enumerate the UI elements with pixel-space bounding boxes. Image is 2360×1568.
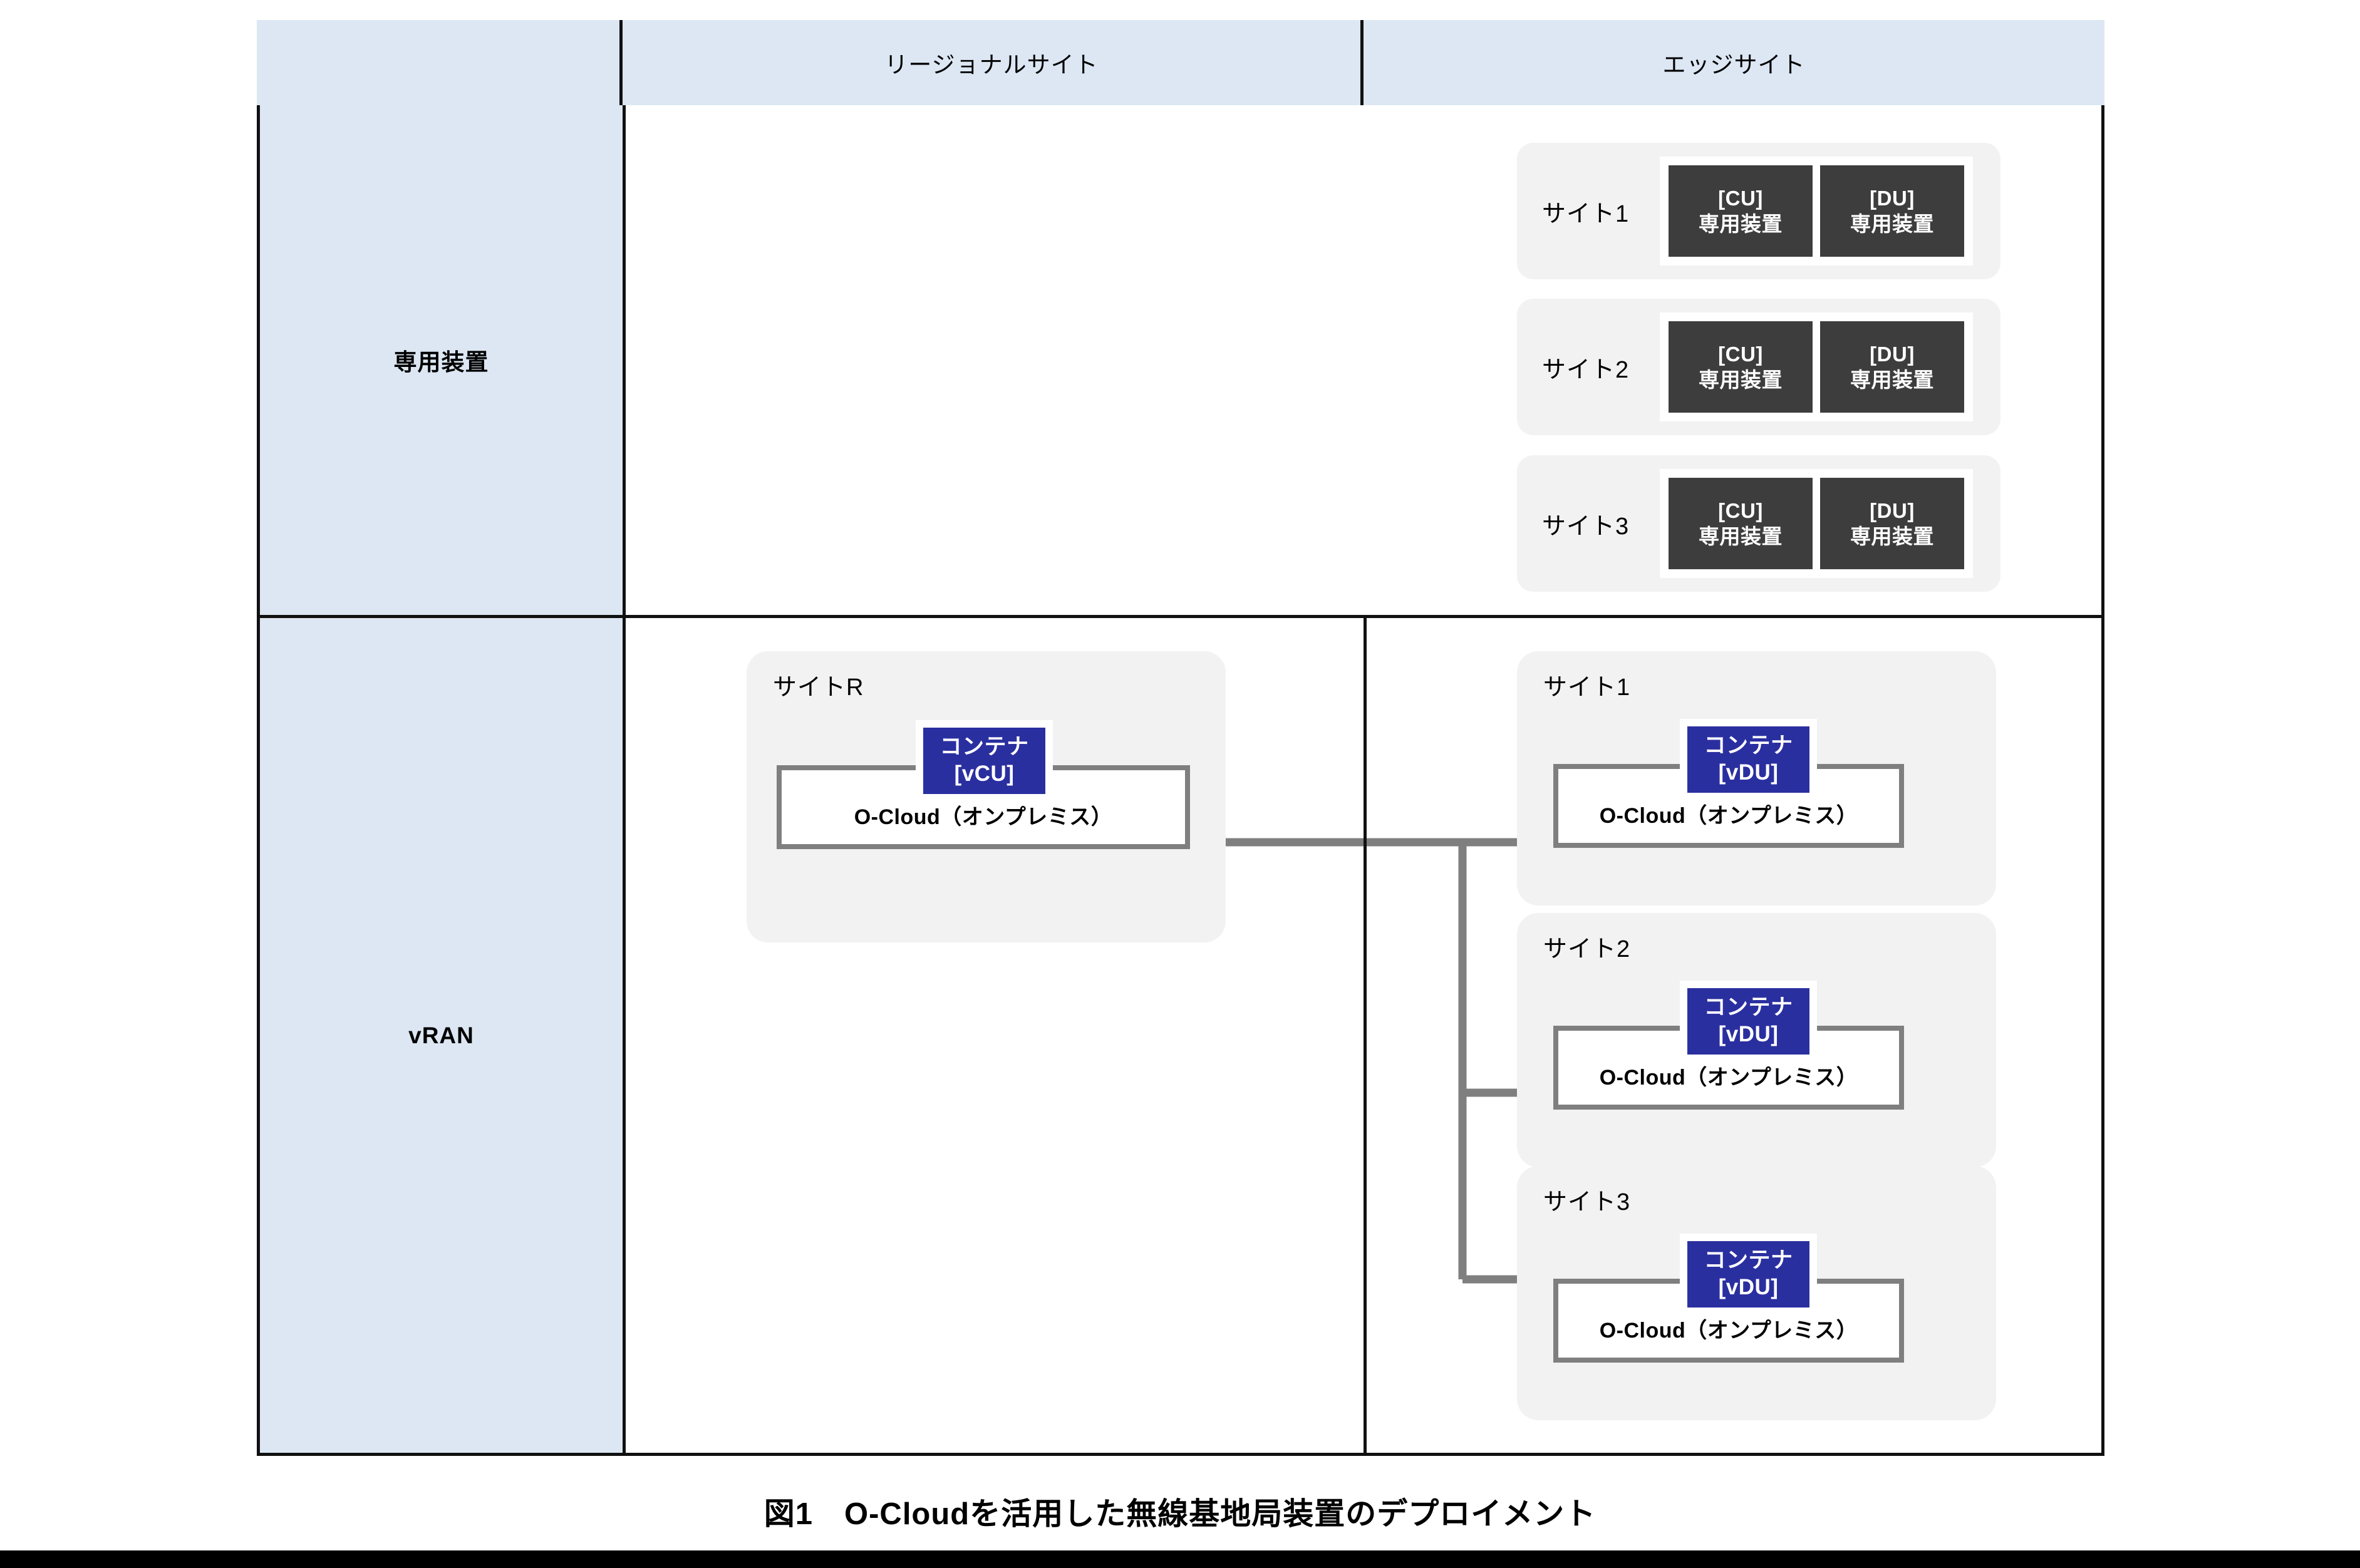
device-kind-label: 専用装置: [1850, 368, 1934, 391]
container-box-vdu: コンテナ [vDU]: [1680, 1234, 1817, 1315]
device-box-du: [DU] 専用装置: [1820, 165, 1964, 257]
device-kind-label: 専用装置: [1850, 212, 1934, 235]
container-box-vdu: コンテナ [vDU]: [1680, 981, 1817, 1062]
vran-edge-site-panel: サイト1 O-Cloud（オンプレミス） コンテナ [vDU]: [1517, 651, 1996, 905]
device-type-label: [DU]: [1870, 498, 1915, 522]
device-box-du: [DU] 専用装置: [1820, 478, 1964, 569]
vran-site-label: サイト3: [1543, 1189, 1631, 1215]
dedicated-device-card: [CU] 専用装置 [DU] 専用装置: [1660, 469, 1973, 578]
device-kind-label: 専用装置: [1699, 525, 1783, 548]
header-cell-regional-site: リージョナルサイト: [623, 20, 1364, 105]
container-box-vdu: コンテナ [vDU]: [1680, 719, 1817, 800]
dedicated-device-card: [CU] 専用装置 [DU] 専用装置: [1660, 157, 1973, 266]
container-title: コンテナ: [939, 735, 1029, 760]
container-title: コンテナ: [1704, 1248, 1793, 1273]
device-type-label: [DU]: [1870, 342, 1915, 366]
vran-site-label: サイト2: [1543, 936, 1631, 962]
row-label-vran: vRAN: [260, 618, 623, 1453]
column-divider-vran-right: [1364, 615, 1367, 1456]
row-divider: [257, 615, 2104, 618]
device-box-du: [DU] 専用装置: [1820, 321, 1964, 413]
device-kind-label: 専用装置: [1699, 368, 1783, 391]
vran-site-label: サイトR: [773, 674, 864, 701]
figure-caption: 図1 O-Cloudを活用した無線基地局装置のデプロイメント: [763, 1497, 1597, 1531]
device-type-label: [CU]: [1718, 186, 1763, 210]
vran-site-label: サイト1: [1543, 674, 1631, 701]
container-title: コンテナ: [1704, 995, 1793, 1020]
vran-edge-site-panel: サイト3 O-Cloud（オンプレミス） コンテナ [vDU]: [1517, 1166, 1996, 1420]
header-cell-edge-site: エッジサイト: [1364, 20, 2104, 105]
dedicated-site-label: サイト1: [1542, 200, 1630, 227]
dedicated-site-label: サイト2: [1542, 356, 1630, 383]
dedicated-site-panel: サイト1 [CU] 専用装置 [DU] 専用装置: [1517, 143, 2000, 279]
device-box-cu: [CU] 専用装置: [1669, 321, 1813, 413]
device-type-label: [CU]: [1718, 498, 1763, 522]
row-label-dedicated-equipment: 専用装置: [260, 105, 623, 615]
header-corner-cell: [257, 20, 623, 105]
device-type-label: [DU]: [1870, 186, 1915, 210]
container-id: [vCU]: [954, 761, 1015, 786]
table-header-row: リージョナルサイト エッジサイト: [257, 20, 2104, 105]
container-title: コンテナ: [1704, 733, 1793, 758]
container-id: [vDU]: [1718, 1275, 1779, 1299]
ocloud-box: O-Cloud（オンプレミス）: [1553, 764, 1904, 848]
dedicated-site-panel: サイト2 [CU] 専用装置 [DU] 専用装置: [1517, 299, 2000, 435]
dedicated-device-card: [CU] 専用装置 [DU] 専用装置: [1660, 312, 1973, 421]
container-id: [vDU]: [1718, 760, 1779, 785]
dedicated-site-label: サイト3: [1542, 513, 1630, 540]
device-type-label: [CU]: [1718, 342, 1763, 366]
container-id: [vDU]: [1718, 1022, 1779, 1046]
column-divider-left: [623, 20, 626, 1456]
vran-edge-site-panel: サイト2 O-Cloud（オンプレミス） コンテナ [vDU]: [1517, 913, 1996, 1167]
device-kind-label: 専用装置: [1699, 212, 1783, 235]
vran-regional-site-panel: サイトR O-Cloud（オンプレミス） コンテナ [vCU]: [747, 651, 1226, 942]
device-kind-label: 専用装置: [1850, 525, 1934, 548]
dedicated-site-panel: サイト3 [CU] 専用装置 [DU] 専用装置: [1517, 455, 2000, 592]
bottom-black-band: [0, 1550, 2360, 1568]
device-box-cu: [CU] 専用装置: [1669, 165, 1813, 257]
container-box-vcu: コンテナ [vCU]: [916, 720, 1053, 802]
device-box-cu: [CU] 専用装置: [1669, 478, 1813, 569]
